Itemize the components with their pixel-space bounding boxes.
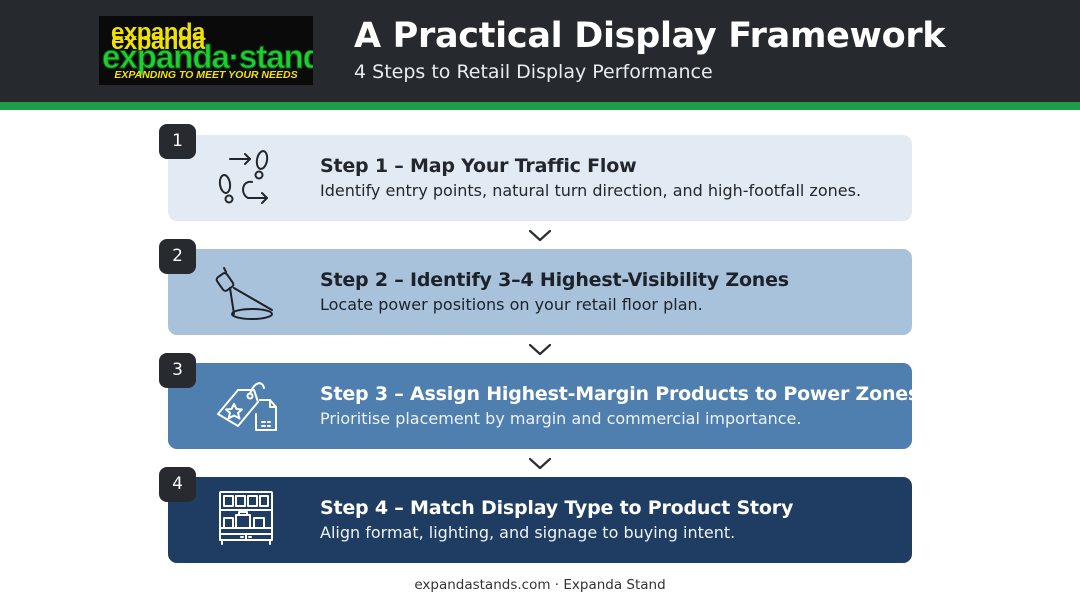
logo-tagline: EXPANDING TO MEET YOUR NEEDS: [114, 69, 298, 81]
step-number-badge-2: 2: [159, 239, 196, 274]
step-title-2: Step 2 – Identify 3–4 Highest-Visibility…: [320, 269, 789, 291]
display-shelf-icon: [212, 488, 278, 552]
header-accent-stripe: [0, 102, 1080, 110]
logo-word-top: expanda: [111, 19, 205, 46]
step-number-badge-4: 4: [159, 467, 196, 502]
step-card-4: Step 4 – Match Display Type to Product S…: [168, 477, 912, 563]
step-title-4: Step 4 – Match Display Type to Product S…: [320, 497, 794, 519]
footsteps-icon: [212, 146, 278, 210]
step-title-3: Step 3 – Assign Highest-Margin Products …: [320, 383, 920, 405]
chevron-down-icon: [528, 457, 552, 470]
chevron-down-icon: [528, 229, 552, 242]
expanda-stand-logo[interactable]: expanda expanda expanda·stand EXPANDING …: [99, 16, 313, 85]
step-description-4: Align format, lighting, and signage to b…: [320, 523, 736, 542]
chevron-down-icon: [528, 343, 552, 356]
spotlight-icon: [212, 260, 278, 324]
step-number-badge-3: 3: [159, 353, 196, 388]
logo-word-top-shadow: expanda: [111, 28, 205, 55]
step-title-1: Step 1 – Map Your Traffic Flow: [320, 155, 637, 177]
page-title: A Practical Display Framework: [354, 16, 946, 56]
step-card-2: Step 2 – Identify 3–4 Highest-Visibility…: [168, 249, 912, 335]
step-description-1: Identify entry points, natural turn dire…: [320, 181, 862, 200]
step-card-1: Step 1 – Map Your Traffic Flow Identify …: [168, 135, 912, 221]
footer-credit: expandastands.com · Expanda Stand: [414, 577, 666, 593]
price-tag-icon: [212, 374, 278, 438]
step-number-badge-1: 1: [159, 124, 196, 159]
step-description-2: Locate power positions on your retail fl…: [320, 295, 703, 314]
logo-word-main: expanda·stand: [102, 38, 313, 75]
step-card-3: Step 3 – Assign Highest-Margin Products …: [168, 363, 919, 449]
page-subtitle: 4 Steps to Retail Display Performance: [354, 61, 713, 83]
step-description-3: Prioritise placement by margin and comme…: [320, 409, 802, 428]
